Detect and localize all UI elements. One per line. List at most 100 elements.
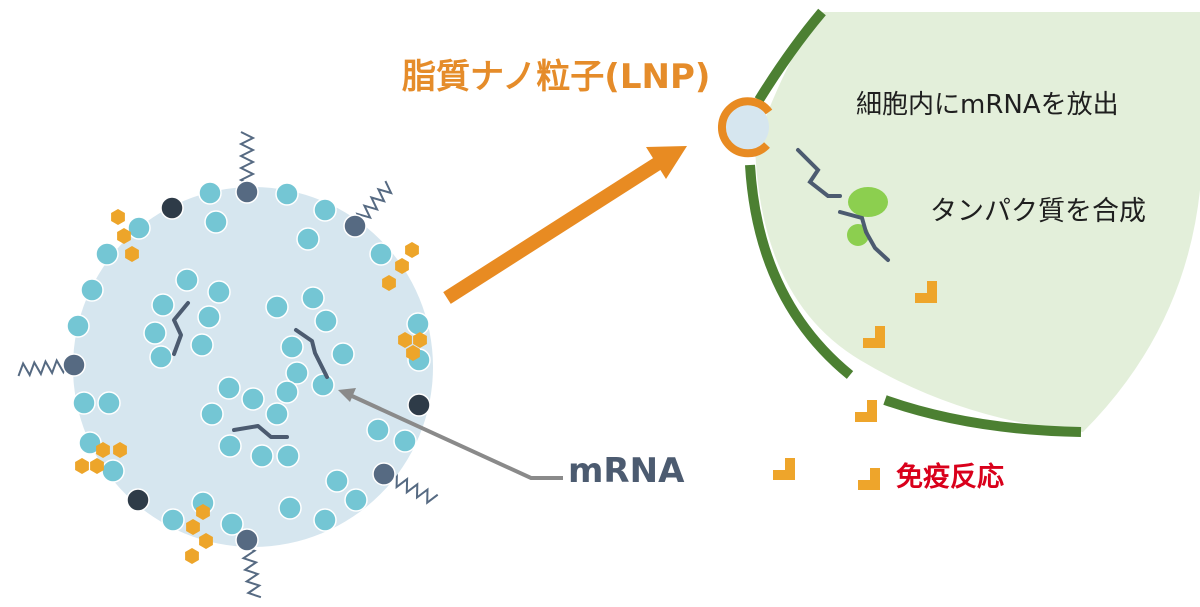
big-arrow-shaft <box>443 156 664 304</box>
lipid-bead <box>78 431 102 455</box>
lipid-bead <box>406 312 430 336</box>
down-left-arrow-icon <box>905 271 937 303</box>
arrow-guide <box>0 0 14 16</box>
down-left-arrow-icon <box>853 316 885 348</box>
cholesterol-hexagon-icon <box>196 504 210 520</box>
particle-core <box>73 187 433 547</box>
pointer-arrowhead <box>338 388 356 402</box>
cholesterol-hexagon-icon <box>186 519 200 535</box>
lipid-bead <box>313 198 337 222</box>
cholesterol-hexagon-icon <box>395 258 409 274</box>
lipid-bead <box>278 496 302 520</box>
cholesterol-hexagon-icon <box>96 442 110 458</box>
arrow-guide <box>0 0 14 16</box>
mrna-release-label: 細胞内にmRNAを放出 <box>856 90 1119 120</box>
cholesterol-hexagon-icon <box>398 332 412 348</box>
lipid-bead <box>200 402 224 426</box>
lipid-bead <box>265 402 289 426</box>
arrow-guide <box>0 0 14 16</box>
lipid-bead <box>276 444 300 468</box>
cholesterol-hexagon-icon <box>113 442 127 458</box>
lipid-bead <box>198 181 222 205</box>
peg-lipid-head <box>343 214 367 238</box>
fusing-lnp-core <box>721 103 769 151</box>
peg-lipid-head <box>235 528 259 552</box>
lipid-bead <box>250 444 274 468</box>
lipid-bead <box>275 182 299 206</box>
lipid-bead <box>311 373 335 397</box>
lipid-bead <box>220 512 244 536</box>
lipid-bead <box>366 418 390 442</box>
lipid-bead <box>296 227 320 251</box>
cholesterol-hexagon-icon <box>117 228 131 244</box>
lipid-bead <box>344 488 368 512</box>
lnp-to-cell-arrow <box>443 146 687 304</box>
mrna-strand-icon <box>232 424 289 439</box>
lipid-bead <box>241 387 265 411</box>
lnp-title-label: 脂質ナノ粒子(LNP) <box>402 57 711 97</box>
lipid-bead <box>66 314 90 338</box>
mrna-pointer-arrow <box>338 388 563 480</box>
lipid-bead <box>97 391 121 415</box>
cholesterol-hexagon-icon <box>75 458 89 474</box>
cholesterol-hexagon-icon <box>111 209 125 225</box>
lipid-bead <box>95 242 119 266</box>
ribosome-large-icon <box>848 187 888 217</box>
lipid-bead <box>72 391 96 415</box>
down-left-arrow-icon <box>848 458 880 490</box>
peg-lipid-head <box>62 353 86 377</box>
lipid-bead <box>217 376 241 400</box>
lipid-bead <box>204 210 228 234</box>
lipid-bead <box>197 305 221 329</box>
cell-membrane-segment <box>883 395 1082 437</box>
cholesterol-hexagon-icon <box>405 242 419 258</box>
lipid-bead <box>218 434 242 458</box>
lipid-bead <box>265 295 289 319</box>
ionizable-lipid-bead <box>407 393 431 417</box>
lipid-bead <box>151 293 175 317</box>
pointer-line <box>351 394 563 480</box>
lipid-bead <box>313 508 337 532</box>
lipid-bead <box>101 459 125 483</box>
lipid-bead <box>393 429 417 453</box>
lipid-bead <box>314 309 338 333</box>
lipid-bead <box>369 242 393 266</box>
ionizable-lipid-bead <box>126 488 150 512</box>
mrna-strand-icon <box>294 328 329 379</box>
protein-synthesis-label: タンパク質を合成 <box>930 196 1146 227</box>
arrow-guide <box>0 0 14 16</box>
lipid-bead <box>331 342 355 366</box>
cell-interior <box>755 12 1200 432</box>
cholesterol-hexagon-icon <box>199 533 213 549</box>
lipid-bead <box>161 508 185 532</box>
lipid-bead <box>175 268 199 292</box>
cholesterol-hexagon-icon <box>406 345 420 361</box>
big-arrow-head <box>646 146 687 179</box>
lipid-bead <box>149 345 173 369</box>
ionizable-lipid-bead <box>160 196 184 220</box>
lipid-bead <box>80 278 104 302</box>
peg-lipid-head <box>235 180 259 204</box>
cell-membrane-segment <box>754 8 826 103</box>
lipid-bead <box>280 335 304 359</box>
lipid-bead <box>301 286 325 310</box>
fusing-lnp-ring <box>717 97 773 158</box>
arrow-guide <box>0 0 14 16</box>
mrna-strand-icon <box>172 301 190 356</box>
cholesterol-hexagon-icon <box>90 458 104 474</box>
lipid-bead <box>285 361 309 385</box>
cell-membrane-segment <box>745 164 854 379</box>
peg-lipid-head <box>372 462 396 486</box>
lipid-bead <box>275 380 299 404</box>
down-left-arrow-icon <box>845 390 877 422</box>
mrna-label: mRNA <box>568 451 685 491</box>
lipid-nanoparticle <box>17 131 439 599</box>
lipid-bead <box>143 321 167 345</box>
immune-response-label: 免疫反応 <box>896 462 1004 493</box>
released-mrna-icon <box>796 148 842 198</box>
lipid-bead <box>190 333 214 357</box>
target-cell <box>717 8 1200 437</box>
down-left-arrow-icon <box>763 448 795 480</box>
lipid-bead <box>207 280 231 304</box>
